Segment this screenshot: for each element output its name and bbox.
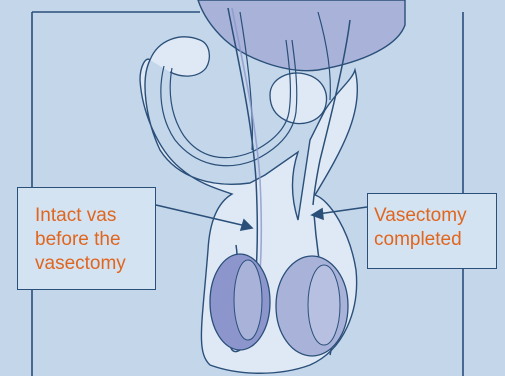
callout-vasectomy-completed: Vasectomy completed xyxy=(367,193,497,269)
prostate xyxy=(270,73,326,124)
callout-intact-vas-line-1: Intact vas xyxy=(35,204,155,228)
glans xyxy=(150,37,209,76)
callout-intact-vas-line-3: vasectomy xyxy=(35,252,155,276)
callout-intact-vas: Intact vas before the vasectomy xyxy=(17,187,156,290)
callout-vasectomy-completed-line-2: completed xyxy=(374,228,496,252)
callout-vasectomy-completed-line-1: Vasectomy xyxy=(374,204,496,228)
epididymis-left xyxy=(234,260,262,340)
callout-intact-vas-line-2: before the xyxy=(35,228,155,252)
epididymis-right xyxy=(308,265,340,345)
